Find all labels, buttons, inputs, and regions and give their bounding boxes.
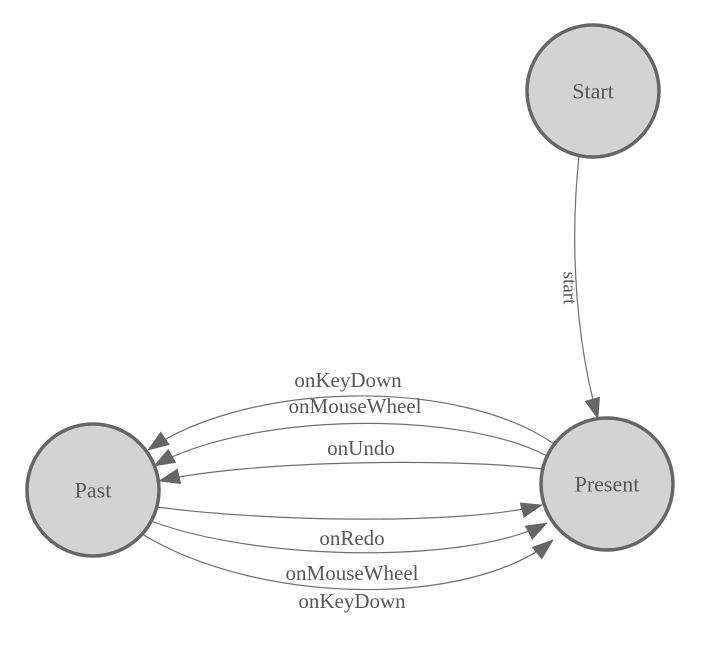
node-past-label: Past (75, 478, 112, 503)
edge-past-to-present-onmousewheel (150, 520, 548, 554)
node-present-circle (539, 416, 675, 552)
edge-label-start: start (558, 272, 579, 305)
edge-label-onmousewheel-bottom: onMouseWheel (286, 561, 419, 585)
edge-present-to-past-onundo (158, 461, 544, 485)
node-start: Start (525, 23, 661, 159)
edge-past-to-present-onkeydown (141, 533, 554, 591)
edge-label-onundo: onUndo (327, 436, 395, 460)
edge-start-to-present (574, 155, 600, 420)
edge-past-to-present-onredo (156, 502, 543, 520)
edge-label-onredo: onRedo (319, 526, 384, 550)
node-past: Past (25, 422, 161, 558)
edge-present-to-past-onkeydown (147, 395, 555, 451)
nodes: Start Present Past (25, 23, 675, 558)
edge-labels: start onKeyDown onMouseWheel onUndo onRe… (286, 272, 580, 613)
node-past-circle (25, 422, 161, 558)
edge-label-onmousewheel-top: onMouseWheel (289, 394, 422, 418)
node-present: Present (539, 416, 675, 552)
node-present-label: Present (575, 472, 640, 497)
node-start-circle (525, 23, 661, 159)
edge-label-onkeydown-bottom: onKeyDown (298, 589, 406, 613)
edge-present-to-past-onmousewheel (153, 422, 548, 467)
edge-label-onkeydown-top: onKeyDown (294, 368, 402, 392)
node-start-label: Start (572, 79, 614, 104)
edges (141, 155, 600, 591)
